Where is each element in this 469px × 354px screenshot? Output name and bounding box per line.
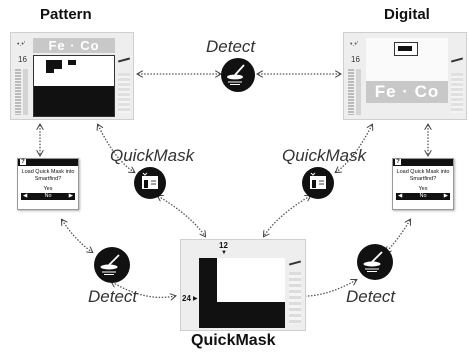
fe-co-bar: Fe · Co — [33, 38, 115, 53]
dialog-right: ? Load Quick Mask into Smartfind? Yes ◀ … — [392, 158, 454, 210]
mask-left-value: 24 — [182, 294, 191, 303]
coil-mark-icon — [117, 57, 131, 63]
arrow-pattern-qm-left — [98, 125, 134, 172]
side-scale — [118, 73, 130, 113]
arrow-dialog-right-detect — [386, 220, 410, 252]
sensitivity-gauge — [356, 69, 361, 115]
quickmask-label-left: QuickMask — [110, 146, 195, 165]
dialog-no-option[interactable]: ◀ No ▶ — [21, 193, 75, 200]
mini-pattern-icon — [394, 42, 418, 56]
dialog-no-label: No — [44, 193, 52, 199]
detect-label-top: Detect — [206, 37, 256, 56]
detect-icon — [94, 247, 130, 283]
detect-icon — [357, 244, 393, 280]
depth-level: 16 — [18, 55, 27, 64]
quickmask-icon — [134, 167, 166, 199]
detect-icon — [221, 58, 255, 92]
dialog-yes-option[interactable]: Yes — [418, 186, 428, 192]
depth-gauge — [348, 69, 354, 115]
side-scale — [451, 73, 463, 113]
dialog-left: ? Load Quick Mask into Smartfind? Yes ◀ … — [17, 158, 79, 210]
digital-display — [366, 38, 448, 82]
signal-dots-icon: •.•' — [17, 41, 26, 48]
pattern-title: Pattern — [40, 6, 92, 23]
digital-title: Digital — [384, 6, 430, 23]
mask-top-value: 12 — [219, 241, 228, 250]
detect-label-right: Detect — [346, 287, 396, 306]
dialog-no-option[interactable]: ◀ No ▶ — [396, 193, 450, 200]
mask-left-marker-icon: ▶ — [193, 296, 198, 302]
coil-mark-icon — [450, 57, 464, 63]
arrow-left-icon: ◀ — [23, 193, 28, 199]
arrow-qm-left-screen — [158, 196, 205, 236]
coil-mark-icon — [288, 260, 302, 266]
signal-dots-icon: •.•' — [350, 41, 359, 48]
arrow-detect-left-screen — [112, 282, 175, 297]
quickmask-icon — [302, 167, 334, 199]
quickmask-label-right: QuickMask — [282, 146, 367, 165]
fe-co-label: Fe · Co — [48, 38, 100, 53]
digital-screen: •.•' 16 Fe · Co — [343, 32, 467, 120]
question-icon: ? — [395, 159, 401, 165]
quickmask-screen: 12 ▼ 24 ▶ — [180, 239, 306, 331]
dialog-no-label: No — [419, 193, 427, 199]
mask-display — [199, 258, 285, 328]
dialog-message: Load Quick Mask into Smartfind? — [21, 169, 75, 182]
quickmask-title: QuickMask — [191, 332, 276, 349]
arrow-right-icon: ▶ — [68, 193, 73, 199]
arrow-digital-qm-right — [336, 125, 372, 172]
detect-label-left: Detect — [88, 287, 138, 306]
pattern-screen: •.•' 16 Fe · Co — [10, 32, 134, 120]
arrow-dialog-left-detect — [62, 220, 92, 252]
question-icon: ? — [20, 159, 26, 165]
fe-co-label: Fe · Co — [374, 82, 440, 101]
arrow-right-icon: ▶ — [443, 193, 448, 199]
side-scale — [289, 272, 301, 324]
depth-gauge — [15, 69, 21, 115]
dialog-yes-option[interactable]: Yes — [43, 186, 53, 192]
pattern-display — [33, 55, 115, 117]
depth-level: 16 — [351, 55, 360, 64]
dialog-message: Load Quick Mask into Smartfind? — [396, 169, 450, 182]
mask-top-marker-icon: ▼ — [221, 250, 227, 256]
sensitivity-gauge — [23, 69, 28, 115]
arrow-qm-right-screen — [264, 196, 310, 236]
fe-co-bar: Fe · Co — [366, 81, 448, 103]
arrow-left-icon: ◀ — [398, 193, 403, 199]
